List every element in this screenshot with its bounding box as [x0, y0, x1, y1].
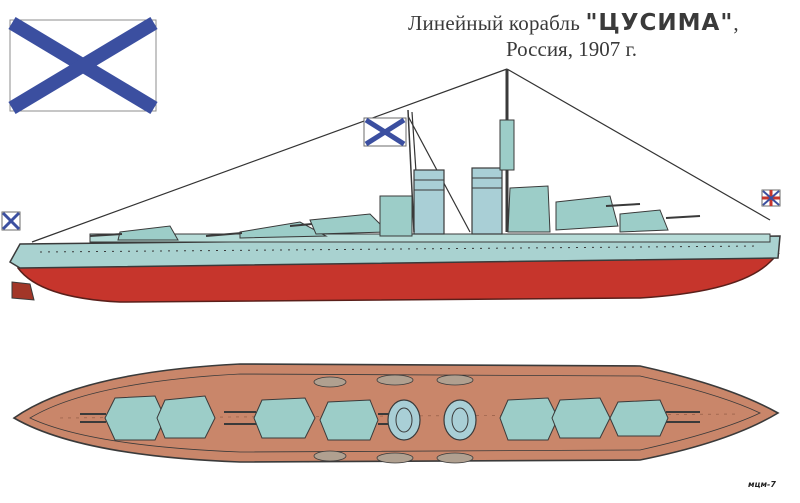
st-andrews-flag-icon — [8, 16, 158, 115]
jack-flag-icon — [761, 189, 781, 207]
st-andrews-pennant-icon — [363, 117, 407, 147]
turret-plan — [104, 395, 166, 441]
plan-view — [12, 363, 780, 464]
funnel-rear — [413, 169, 445, 235]
turret-plan — [253, 397, 316, 439]
turret-plan — [319, 399, 379, 441]
turret-plan — [609, 399, 669, 437]
signature: мцм-7 — [748, 480, 776, 489]
title-prefix: Линейный корабль — [408, 11, 586, 35]
title-suffix: , — [733, 11, 739, 35]
side-profile — [8, 69, 781, 303]
turret-plan — [551, 397, 611, 439]
bow-flag-icon — [1, 211, 21, 231]
title-line-2: Россия, 1907 г. — [506, 37, 637, 61]
turret-plan — [499, 397, 559, 441]
ship-name: "ЦУСИМА" — [585, 10, 734, 36]
title-line-1: Линейный корабль "ЦУСИМА", — [408, 10, 739, 36]
turret-plan — [156, 395, 216, 439]
hull-upper — [8, 235, 781, 269]
funnel-front — [471, 167, 503, 235]
